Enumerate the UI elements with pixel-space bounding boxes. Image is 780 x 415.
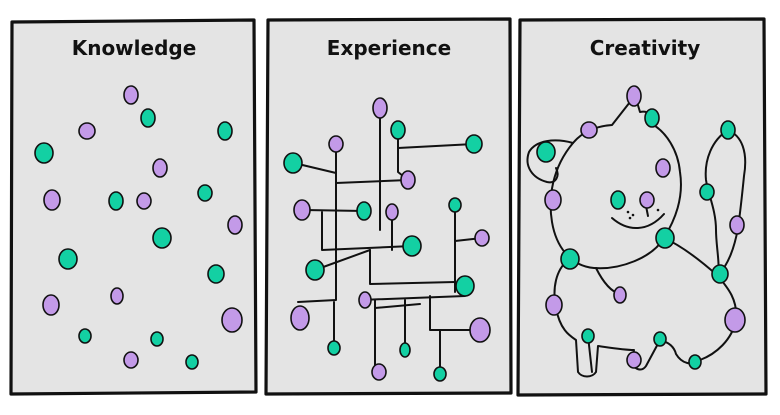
panel-creativity-title: Creativity (590, 36, 701, 60)
experience-wire (397, 143, 475, 149)
experience-dot (465, 134, 483, 154)
panel-experience: Experience (264, 17, 513, 396)
knowledge-dot (123, 85, 139, 105)
experience-dot (402, 235, 422, 257)
cat-left-ear (526, 139, 574, 184)
cat-whisker-dot (631, 213, 635, 217)
experience-dot (455, 275, 475, 297)
knowledge-dot (42, 294, 60, 316)
creativity-dot (626, 85, 642, 107)
experience-wire (374, 303, 421, 309)
panel-creativity-frame (516, 17, 768, 397)
experience-dot (293, 199, 311, 221)
experience-dots (283, 97, 491, 382)
panel-creativity: Creativity (516, 17, 768, 397)
creativity-dot (720, 120, 736, 140)
creativity-dot (653, 331, 667, 347)
creativity-dot (711, 264, 729, 284)
experience-dot (433, 366, 447, 382)
experience-dot (305, 259, 325, 281)
experience-dot (371, 363, 387, 381)
experience-dot (358, 291, 372, 309)
knowledge-dot (140, 108, 156, 128)
creativity-dot (699, 183, 715, 201)
cat-whisker-dot (656, 208, 660, 212)
knowledge-dot (108, 191, 124, 211)
creativity-dot (581, 328, 595, 344)
experience-wire (303, 209, 365, 212)
knowledge-dot (150, 331, 164, 347)
creativity-dot (613, 286, 627, 304)
knowledge-dot (136, 192, 152, 210)
experience-dot (448, 197, 462, 213)
creativity-dot (655, 227, 675, 249)
creativity-dot (655, 158, 671, 178)
experience-dot (399, 342, 411, 358)
knowledge-dot (78, 122, 96, 140)
experience-dot (469, 317, 491, 343)
creativity-dot (729, 215, 745, 235)
panel-knowledge-frame (9, 18, 258, 396)
experience-dot (400, 170, 416, 190)
knowledge-dot (207, 264, 225, 284)
experience-dot (390, 120, 406, 140)
knowledge-dot (34, 142, 54, 164)
experience-dot (327, 340, 341, 356)
creativity-dot (544, 189, 562, 211)
knowledge-dot (43, 189, 61, 211)
knowledge-dot (58, 248, 78, 270)
experience-wire (297, 143, 337, 303)
knowledge-dot (110, 287, 124, 305)
experience-dot (328, 135, 344, 153)
experience-wire (335, 179, 409, 184)
cat-whisker-dot (626, 210, 630, 214)
panel-experience-title: Experience (327, 36, 451, 60)
creativity-dot (724, 307, 746, 333)
cat-head-outline (549, 91, 682, 270)
knowledge-dots (34, 85, 243, 370)
creativity-dot (626, 351, 642, 369)
knowledge-dot (152, 158, 168, 178)
creativity-nose (639, 191, 655, 209)
creativity-dot (536, 141, 556, 163)
creativity-dot (545, 294, 563, 316)
knowledge-dot (227, 215, 243, 235)
creativity-dot (688, 354, 702, 370)
knowledge-dot (152, 227, 172, 249)
creativity-dot (560, 248, 580, 270)
creativity-dots (536, 85, 746, 370)
knowledge-dot (197, 184, 213, 202)
panel-knowledge: Knowledge (9, 18, 258, 396)
knowledge-dot (78, 328, 92, 344)
knowledge-dot (123, 351, 139, 369)
knowledge-dot (185, 354, 199, 370)
experience-dot (385, 203, 399, 221)
experience-wire (429, 295, 481, 331)
knowledge-dot (221, 307, 243, 333)
creativity-dot (644, 108, 660, 128)
experience-wire (359, 295, 466, 301)
creativity-eye (610, 190, 626, 210)
experience-dot (372, 97, 388, 119)
panel-knowledge-title: Knowledge (72, 36, 197, 60)
experience-dot (290, 305, 310, 331)
experience-wire (369, 249, 456, 285)
experience-wire (321, 211, 413, 251)
experience-dot (283, 152, 303, 174)
experience-dot (474, 229, 490, 247)
cat-smile (611, 213, 665, 230)
knowledge-dot (217, 121, 233, 141)
experience-dot (356, 201, 372, 221)
creativity-dot (580, 121, 598, 139)
cat-whisker-dot (628, 216, 632, 220)
